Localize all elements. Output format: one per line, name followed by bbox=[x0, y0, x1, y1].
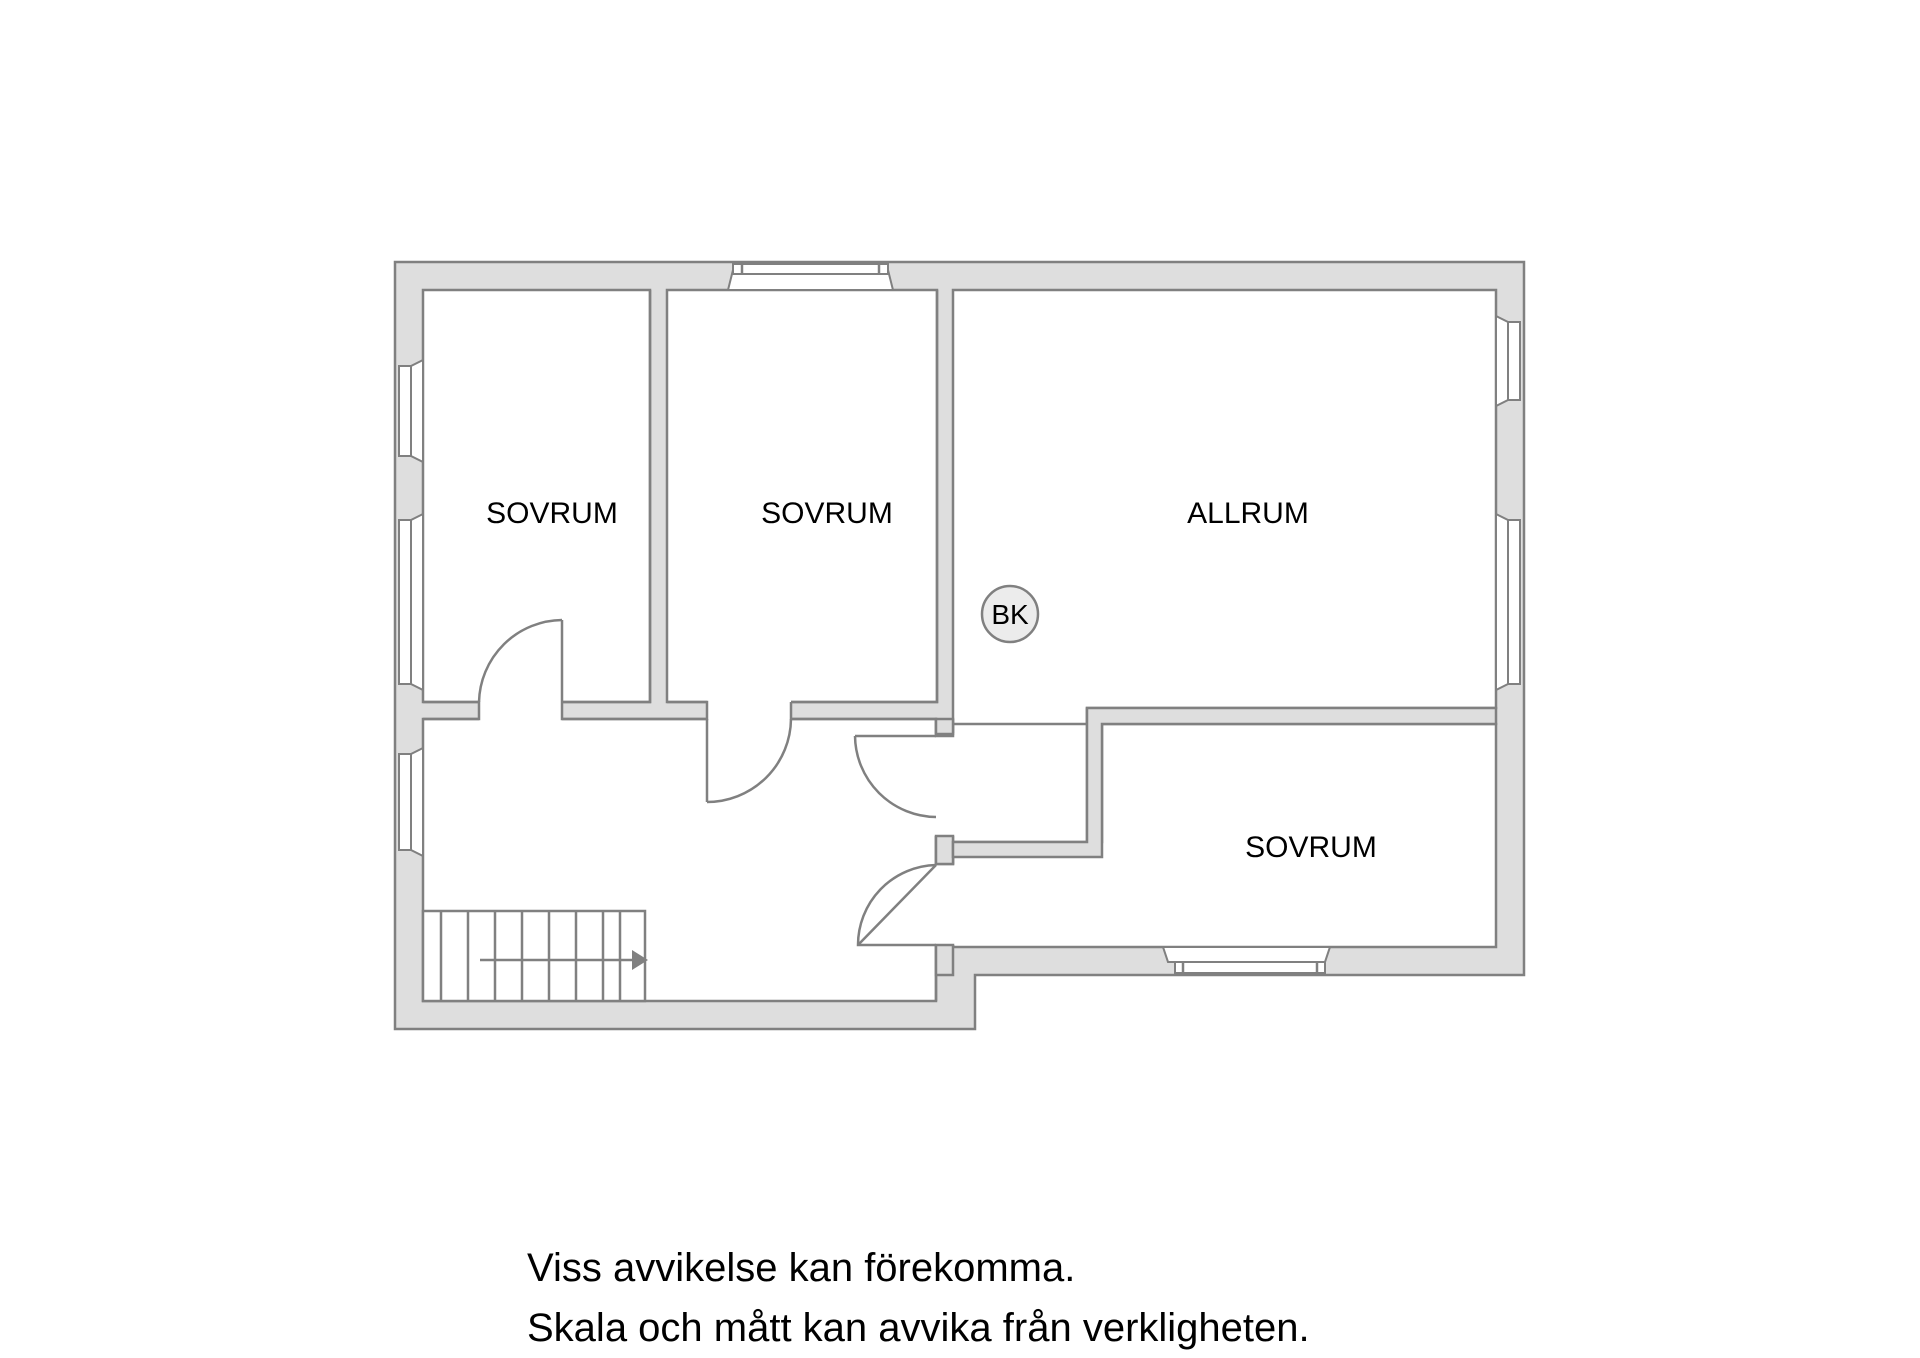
bk-symbol: BK bbox=[980, 584, 1040, 644]
wall-allrum-sovrum3 bbox=[951, 706, 1498, 859]
disclaimer: Viss avvikelse kan förekomma. Skala och … bbox=[527, 1238, 1310, 1358]
label-sovrum-3: SOVRUM bbox=[1245, 831, 1377, 864]
label-sovrum-2: SOVRUM bbox=[761, 497, 893, 530]
door-gap-sovrum-1 bbox=[479, 700, 562, 721]
disclaimer-line-1: Viss avvikelse kan förekomma. bbox=[527, 1246, 1076, 1290]
bk-label: BK bbox=[991, 599, 1029, 630]
door-allrum[interactable] bbox=[853, 734, 937, 819]
window-bottom bbox=[1161, 946, 1332, 974]
door-sovrum-1[interactable] bbox=[477, 618, 564, 703]
wall-stub-allrum-door bbox=[934, 834, 955, 866]
window-top bbox=[726, 263, 895, 291]
label-allrum: ALLRUM bbox=[1187, 497, 1309, 530]
door-sovrum-3[interactable] bbox=[856, 863, 937, 947]
window-left-1 bbox=[398, 358, 424, 464]
disclaimer-line-2: Skala och mått kan avvika från verklighe… bbox=[527, 1306, 1310, 1350]
door-gap-allrum bbox=[934, 734, 955, 836]
stair-arrow-icon bbox=[632, 950, 648, 970]
wall-stub-hall-top bbox=[934, 717, 955, 736]
door-gap-sovrum-3 bbox=[934, 864, 955, 945]
door-sovrum-2[interactable] bbox=[705, 718, 793, 804]
staircase bbox=[421, 909, 648, 1003]
window-left-2 bbox=[398, 512, 424, 692]
door-gap-sovrum-2 bbox=[707, 700, 791, 721]
window-right-2 bbox=[1495, 512, 1521, 692]
window-left-3 bbox=[398, 746, 424, 858]
window-right-1 bbox=[1495, 314, 1521, 408]
corridor-allrum-join bbox=[953, 733, 1087, 842]
room-sovrum-2 bbox=[665, 288, 939, 704]
label-sovrum-1: SOVRUM bbox=[486, 497, 618, 530]
room-sovrum-1 bbox=[421, 288, 652, 704]
wall-stub-sovrum3-door bbox=[934, 943, 955, 977]
